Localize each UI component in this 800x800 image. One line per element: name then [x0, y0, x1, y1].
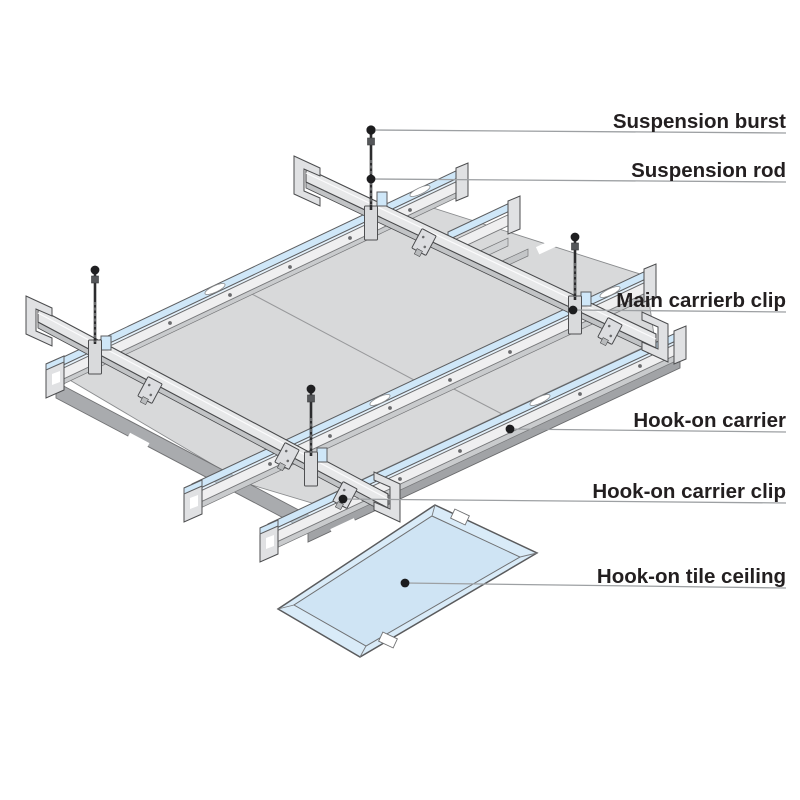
main-carrier-end-section — [373, 471, 401, 523]
carrier-screws — [268, 293, 632, 466]
callout-hook-on-carrier: Hook-on carrier — [505, 409, 787, 434]
carrier-slot — [599, 286, 621, 298]
leader-line — [342, 498, 787, 504]
callout-dot — [338, 494, 348, 504]
callout-main-carrier-clip: Main carrierb clip — [568, 289, 787, 315]
main-carrier-end-section — [25, 295, 53, 347]
rod-hanger — [88, 339, 102, 375]
carrier-end-section — [259, 519, 279, 563]
callout-suspension-burst: Suspension burst — [366, 110, 787, 135]
hook-on-carrier-back — [45, 162, 469, 399]
carrier-end-section — [643, 263, 657, 303]
suspension-burst-anchor — [306, 384, 316, 394]
suspension-rod-assembly-3 — [304, 384, 328, 487]
main-carrier-left — [25, 295, 401, 523]
callout-label: Suspension burst — [613, 110, 786, 133]
leader-line — [404, 582, 787, 589]
leader-line — [509, 428, 787, 433]
callout-dot — [505, 424, 515, 434]
callout-hook-on-tile-ceiling: Hook-on tile ceiling — [400, 565, 787, 589]
callout-suspension-rod: Suspension rod — [366, 159, 787, 184]
leader-line — [572, 309, 787, 313]
main-carrier-end-section — [293, 155, 321, 207]
main-carrier-clip — [568, 295, 582, 335]
carrier-end-section — [673, 325, 687, 365]
main-carrier-end-section — [641, 311, 669, 363]
suspension-rod-assembly-1 — [88, 265, 112, 375]
tile-edge-notch — [450, 508, 470, 526]
carrier-end-section — [183, 479, 203, 523]
carrier-end-section — [45, 355, 65, 399]
fascia-notch — [330, 518, 358, 538]
callout-dot — [568, 305, 578, 315]
fascia-notch — [50, 398, 75, 418]
carrier-clip — [274, 442, 300, 472]
rod-hanger — [304, 451, 318, 487]
suspension-burst-anchor — [90, 265, 100, 275]
carrier-clip — [411, 228, 437, 258]
callout-label: Hook-on carrier — [633, 409, 786, 432]
carrier-slot — [529, 394, 551, 406]
callout-label: Hook-on carrier clip — [592, 480, 786, 503]
carrier-clip — [137, 376, 163, 406]
carrier-end-section — [455, 162, 469, 202]
carrier-hook-box — [376, 191, 388, 207]
tile-edge-notch — [378, 631, 398, 649]
leader-line — [370, 129, 787, 134]
fascia-notch — [125, 432, 150, 452]
callout-label: Main carrierb clip — [616, 289, 786, 312]
carrier-slot — [369, 394, 391, 406]
carrier-hook-box — [580, 291, 592, 307]
callout-label: Hook-on tile ceiling — [597, 565, 786, 588]
carrier-hook-box — [316, 447, 328, 463]
carrier-hook-box — [100, 335, 112, 351]
leader-line — [370, 178, 787, 183]
carrier-slot — [409, 185, 431, 197]
callouts: Suspension burst Suspension rod Main car… — [338, 110, 787, 589]
suspension-burst-anchor — [570, 232, 580, 242]
panel-seam — [249, 292, 415, 381]
callout-label: Suspension rod — [631, 159, 786, 182]
suspension-rod-assembly-4 — [568, 232, 592, 335]
panel-step-notch — [535, 237, 560, 255]
callout-dot — [366, 174, 376, 184]
callout-dot — [400, 578, 410, 588]
callout-dot — [366, 125, 376, 135]
carrier-slot — [204, 283, 226, 295]
carrier-clip — [597, 317, 623, 347]
panel-seam — [449, 386, 503, 415]
rod-hanger — [364, 205, 378, 241]
callout-hook-on-carrier-clip: Hook-on carrier clip — [338, 480, 787, 504]
